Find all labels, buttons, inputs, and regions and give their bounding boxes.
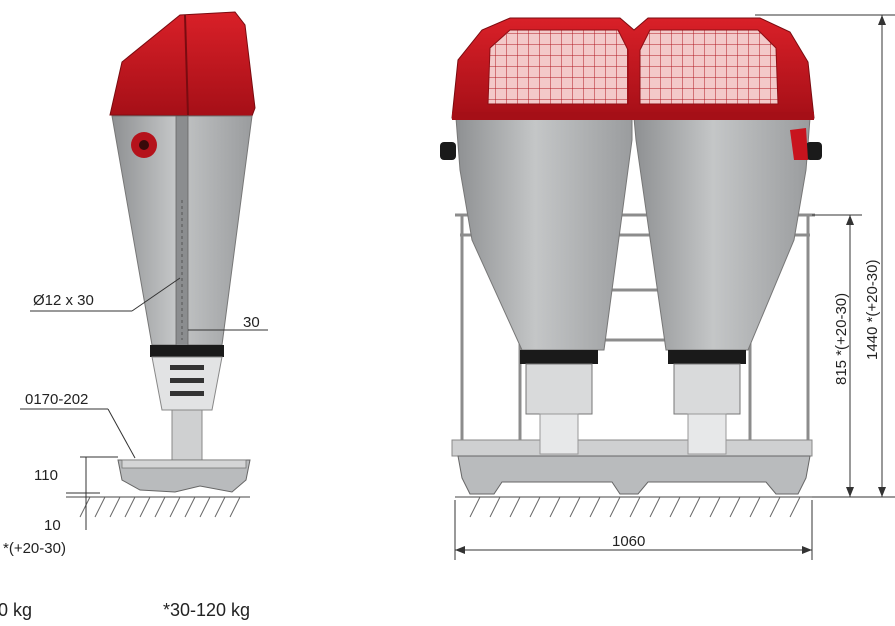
label-capacity-right: *30-120 kg: [163, 600, 250, 620]
label-height-total: 1440 *(+20-30): [864, 260, 881, 361]
front-lid-grid-right: [639, 29, 779, 105]
front-hopper-left: [455, 117, 633, 351]
front-view-feeder: [440, 17, 822, 495]
label-capacity-left: 30 kg: [0, 600, 32, 620]
front-knob-right: [806, 142, 822, 160]
label-width: 1060: [612, 533, 645, 550]
label-floor-gap: 10: [44, 517, 61, 534]
side-lid: [109, 11, 256, 117]
side-dispenser: [151, 356, 223, 411]
front-lid-grid-left: [487, 29, 629, 105]
front-knob-left: [440, 142, 456, 160]
front-base-rail: [451, 439, 813, 457]
front-floor-hatch: [455, 496, 815, 518]
front-dimensions: [454, 14, 895, 560]
label-height-inner: 815 *(+20-30): [833, 293, 850, 385]
side-floor-hatch: [66, 496, 250, 518]
label-floor-adjust: *(+20-30): [3, 540, 66, 557]
label-diameter: Ø12 x 30: [33, 292, 94, 309]
front-trough: [457, 455, 811, 495]
side-view-feeder: [109, 11, 256, 493]
front-dispenser-left: [525, 363, 593, 415]
front-hopper-right: [633, 117, 811, 351]
side-dimensions: [20, 277, 268, 530]
front-dispenser-right: [673, 363, 741, 415]
side-black-band: [150, 345, 224, 357]
label-tray-height: 110: [34, 467, 58, 484]
label-spacing: 30: [243, 314, 260, 331]
label-part-number: 0170-202: [25, 391, 88, 408]
